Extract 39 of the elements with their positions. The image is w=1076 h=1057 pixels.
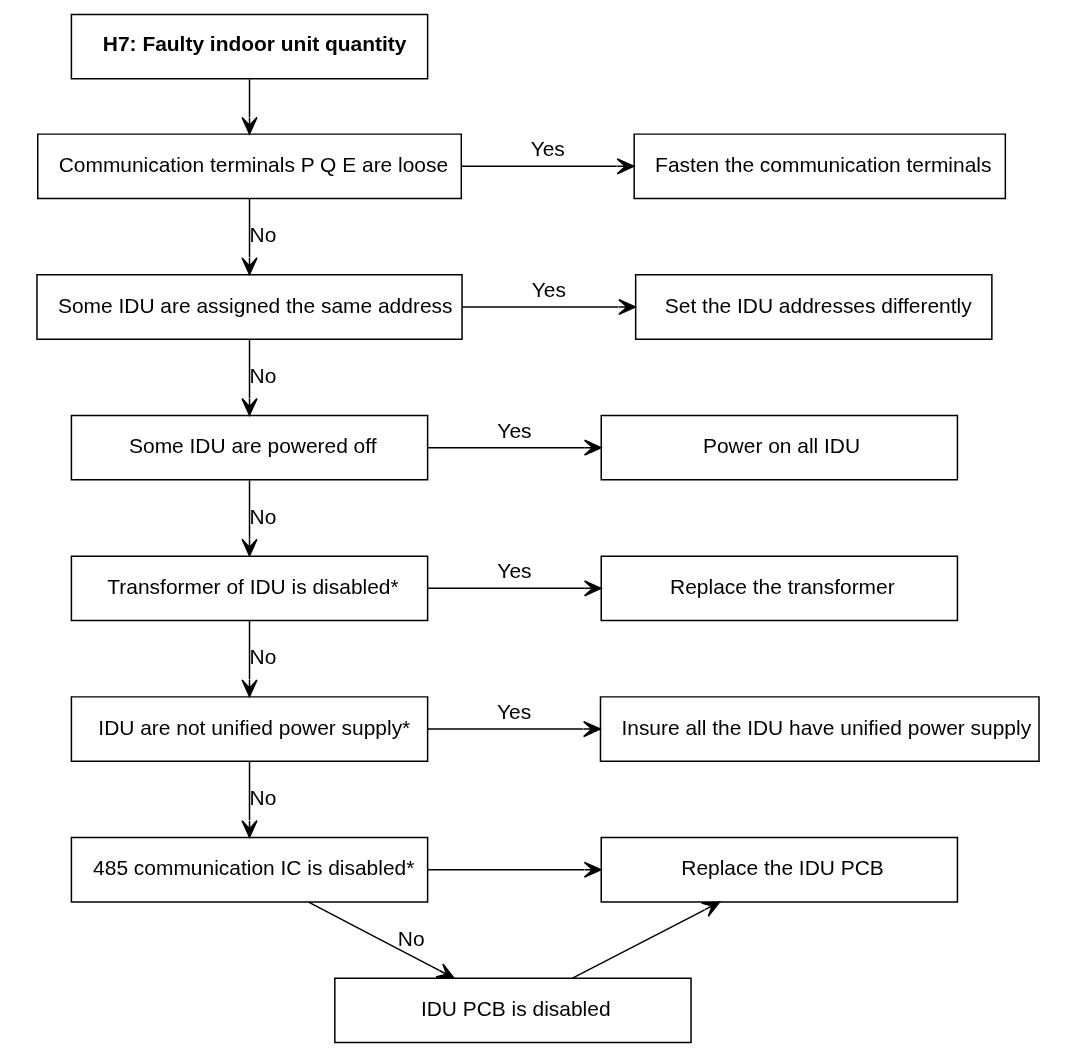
arrow xyxy=(241,78,258,135)
arrow xyxy=(427,720,601,738)
arrow xyxy=(461,298,637,316)
arrow xyxy=(427,580,602,597)
edge-label: Yes xyxy=(497,559,532,583)
node-box: H7: Faulty indoor unit quantity xyxy=(70,13,429,80)
edge-label: No xyxy=(249,363,277,387)
node-box: Set the IDU addresses differently xyxy=(634,274,993,340)
arrow xyxy=(241,198,258,276)
node-box: 485 communication IC is disabled* xyxy=(70,836,429,903)
node-box: Fasten the communication terminals xyxy=(633,133,1007,200)
edge-label: No xyxy=(249,785,277,809)
edge-label: No xyxy=(249,223,277,247)
node-box: Communication terminals P Q E are loose xyxy=(37,133,463,200)
arrow xyxy=(241,479,258,557)
node-box: Insure all the IDU have unified power supply xyxy=(599,696,1040,762)
arrow xyxy=(307,901,455,979)
node-box: Replace the transformer xyxy=(600,555,959,622)
edge-label: Yes xyxy=(497,418,532,442)
node-box: Some IDU are powered off xyxy=(70,414,429,481)
arrow xyxy=(241,620,258,698)
edge-label: No xyxy=(397,926,425,950)
node-box: Replace the IDU PCB xyxy=(600,836,959,903)
edge-label: Yes xyxy=(530,137,565,161)
edge-label: No xyxy=(249,504,277,528)
node-box: Some IDU are assigned the same address xyxy=(36,274,463,340)
arrow xyxy=(427,861,602,878)
edge-label: Yes xyxy=(496,699,532,723)
edge-label: Yes xyxy=(531,277,566,301)
edge-label: No xyxy=(249,645,277,669)
arrow xyxy=(241,761,258,838)
node-box: Power on all IDU xyxy=(600,414,959,481)
arrow xyxy=(241,339,258,416)
arrow xyxy=(427,439,602,456)
node-box: IDU are not unified power supply* xyxy=(70,696,429,762)
node-box: IDU PCB is disabled xyxy=(334,977,692,1044)
arrow xyxy=(460,158,635,175)
arrow xyxy=(571,901,721,979)
node-box: Transformer of IDU is disabled* xyxy=(70,555,429,622)
